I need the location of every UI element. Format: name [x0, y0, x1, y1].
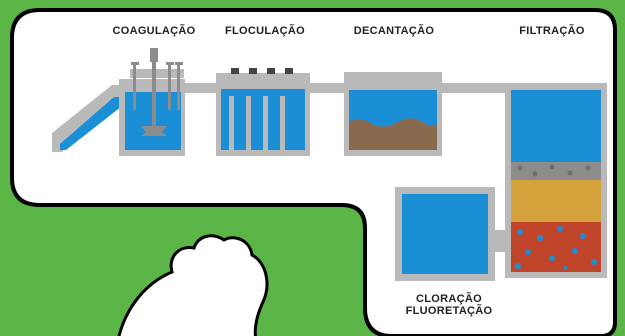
- hand-shape: [117, 234, 269, 336]
- label-filtration: FILTRAÇÃO: [519, 25, 585, 37]
- label-fluoridation: FLUORETAÇÃO: [405, 305, 493, 317]
- coagulation-tank: [119, 48, 185, 156]
- inlet-channel: [52, 85, 122, 152]
- label-coagulation: COAGULAÇÃO: [112, 25, 196, 37]
- flocculation-tank: [216, 68, 310, 156]
- label-decantation: DECANTAÇÃO: [353, 25, 435, 37]
- label-flocculation: FLOCULAÇÃO: [225, 25, 305, 37]
- chlorination-tank: [395, 187, 495, 281]
- label-chlorination: CLORAÇÃO: [416, 293, 482, 305]
- filtration-tank: [505, 83, 607, 278]
- decantation-tank: [344, 72, 442, 156]
